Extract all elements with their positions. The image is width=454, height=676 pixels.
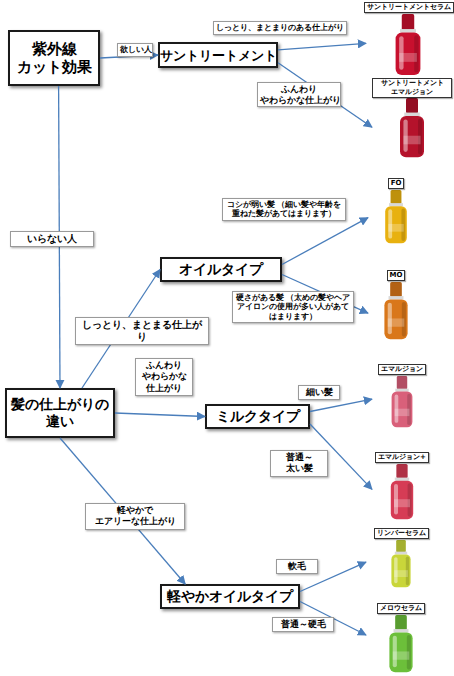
bottle xyxy=(396,14,421,75)
product-item: サントリートメントセラム xyxy=(366,2,452,77)
product-item: サントリートメント エマルジョン xyxy=(372,78,452,160)
bottle xyxy=(391,464,413,519)
flow-arrow xyxy=(115,413,205,417)
product-item: リンバーセラム xyxy=(366,528,436,590)
edge-label: 硬さがある髪 （太めの髪やヘアアイロンの使用が多い人があてはまります） xyxy=(232,291,354,323)
step-box: オイルタイプ xyxy=(160,257,282,282)
box-text: ミルクタイプ xyxy=(216,408,300,425)
bottle xyxy=(400,98,424,157)
step-box: 紫外線 カット効果 xyxy=(8,30,100,86)
edge-label: 軽やかで エアリーな仕上がり xyxy=(85,503,185,530)
product-label: リンバーセラム xyxy=(374,528,429,539)
edge-label: 普通～硬毛 xyxy=(272,617,334,632)
box-text: オイルタイプ xyxy=(179,261,263,278)
product-item: FO xyxy=(368,178,424,244)
step-box: 軽やかオイルタイプ xyxy=(160,584,300,609)
flow-arrow xyxy=(310,399,372,411)
edge-label: ふんわり やわらかな仕上がり xyxy=(257,82,341,107)
product-item: エマルジョン+ xyxy=(372,452,432,520)
edge-label: しっとり、まとまりのある仕上がり xyxy=(213,21,347,35)
step-box: 髪の仕上がりの 違い xyxy=(5,388,115,438)
bottle xyxy=(392,376,413,427)
box-text: 紫外線 カット効果 xyxy=(10,40,98,76)
edge-label: ふんわり やわらかな 仕上がり xyxy=(135,358,193,396)
bottle xyxy=(384,282,407,339)
product-label: エマルジョン+ xyxy=(375,452,429,463)
edge-label: コシが弱い髪 （細い髪や年齢を重ねた髪があてはまります） xyxy=(222,198,346,221)
edge-label: しっとり、まとまる仕上がり xyxy=(75,317,209,345)
product-label: サントリートメントセラム xyxy=(364,2,454,13)
product-label: サントリートメント エマルジョン xyxy=(372,78,452,98)
box-text: サントリートメント xyxy=(160,48,277,63)
bottle xyxy=(385,190,407,243)
box-text: 髪の仕上がりの 違い xyxy=(7,396,113,430)
bottle xyxy=(389,615,412,672)
bottle xyxy=(391,540,410,587)
box-text: 軽やかオイルタイプ xyxy=(167,588,293,605)
product-label: FO xyxy=(388,178,405,189)
flow-arrow xyxy=(282,218,368,265)
product-label: メロウセラム xyxy=(377,603,425,614)
product-item: エマルジョン xyxy=(372,364,432,428)
product-label: MO xyxy=(387,270,406,281)
step-box: ミルクタイプ xyxy=(205,404,310,429)
edge-label: いらない人 xyxy=(10,231,94,247)
product-item: MO xyxy=(368,270,424,342)
product-item: メロウセラム xyxy=(366,603,436,674)
edge-label: 軟毛 xyxy=(276,559,318,574)
flow-arrow xyxy=(278,43,366,50)
product-label: エマルジョン xyxy=(378,364,426,375)
edge-label: 普通～太い髪 xyxy=(270,450,328,477)
edge-label: 欲しい人 xyxy=(117,43,153,57)
flow-arrow xyxy=(60,438,185,584)
step-box: サントリートメント xyxy=(158,42,278,68)
edge-label: 細い髪 xyxy=(298,385,340,400)
